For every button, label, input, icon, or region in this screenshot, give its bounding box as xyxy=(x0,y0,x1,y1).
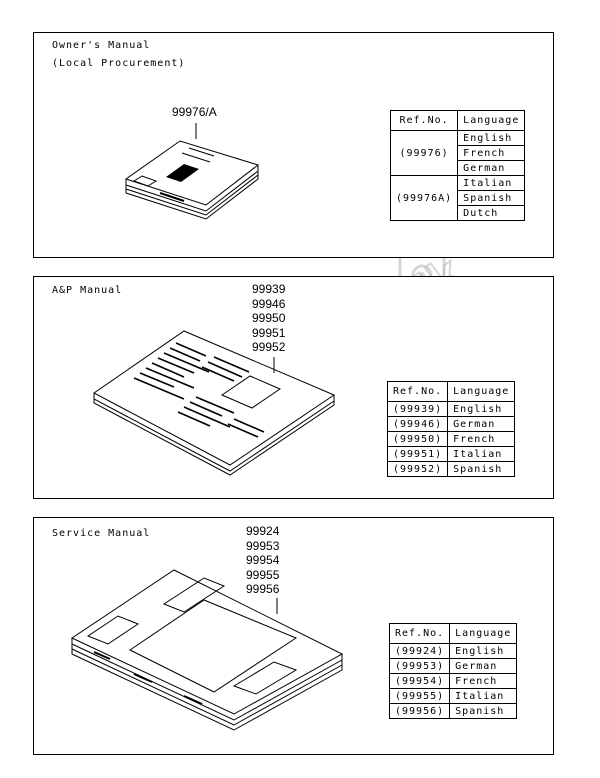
service-manual-book-illustration xyxy=(70,569,344,731)
ref-no-header: Ref.No. xyxy=(389,110,459,131)
language-cell: Italian xyxy=(457,175,526,191)
ref-cell: (99950) xyxy=(386,431,449,447)
ap-manual-ref-labels: 99939 99946 99950 99951 99952 xyxy=(252,282,285,355)
language-cell: French xyxy=(447,431,516,447)
service-manual-title: Service Manual xyxy=(52,528,151,539)
table-row: (99939) English xyxy=(386,401,516,417)
table-row: (99954) French xyxy=(388,673,518,689)
ap-manual-language-table: Ref.No. Language (99939) English (99946)… xyxy=(386,381,516,477)
ref-label: 99952 xyxy=(252,340,286,354)
ref-label: 99954 xyxy=(246,553,280,567)
language-header: Language xyxy=(457,110,526,131)
owners-manual-panel: Owner's Manual (Local Procurement) 99976… xyxy=(33,32,554,258)
ref-label: 99956 xyxy=(246,582,280,596)
service-manual-panel: Service Manual 99924 99953 99954 99955 9… xyxy=(33,517,554,755)
language-cell: Italian xyxy=(447,446,516,462)
ref-no-header: Ref.No. xyxy=(386,381,449,402)
language-header: Language xyxy=(449,623,518,644)
language-cell: Dutch xyxy=(457,205,526,221)
table-row: (99953) German xyxy=(388,658,518,674)
table-row: (99951) Italian xyxy=(386,446,516,462)
ref-label: 99950 xyxy=(252,311,286,325)
table-row: (99955) Italian xyxy=(388,688,518,704)
ref-label: 99924 xyxy=(246,524,280,538)
table-row: (99924) English xyxy=(388,643,518,659)
ref-cell: (99976) xyxy=(389,130,459,176)
owners-manual-title: Owner's Manual xyxy=(52,40,151,51)
service-manual-ref-labels: 99924 99953 99954 99955 99956 xyxy=(246,524,279,597)
ref-label: 99955 xyxy=(246,567,280,582)
ref-cell: (99953) xyxy=(388,658,451,674)
ref-label: 99939 xyxy=(252,282,286,296)
language-cell: English xyxy=(457,130,526,146)
language-cell: French xyxy=(457,145,526,161)
ref-cell: (99956) xyxy=(388,703,451,719)
ref-label: 99976/A xyxy=(172,105,217,119)
ref-label: 99946 xyxy=(252,296,286,311)
language-cell: German xyxy=(449,658,518,674)
owners-manual-ref-labels: 99976/A xyxy=(172,105,217,120)
ref-cell: (99952) xyxy=(386,461,449,477)
language-cell: German xyxy=(457,160,526,176)
ap-manual-panel: A&P Manual 99939 99946 99950 99951 99952 xyxy=(33,276,554,499)
ref-cell: (99946) xyxy=(386,416,449,432)
ap-manual-booklet-illustration xyxy=(93,330,336,476)
table-row: (99950) French xyxy=(386,431,516,447)
ref-cell: (99955) xyxy=(388,688,451,704)
table-row: (99952) Spanish xyxy=(386,461,516,477)
ref-cell: (99924) xyxy=(388,643,451,659)
owners-manual-language-table: Ref.No. Language (99976) English French … xyxy=(389,110,526,221)
language-cell: Spanish xyxy=(449,703,518,719)
language-cell: English xyxy=(449,643,518,659)
language-header: Language xyxy=(447,381,516,402)
ap-manual-title: A&P Manual xyxy=(52,285,123,296)
ref-label: 99953 xyxy=(246,538,280,553)
owners-manual-subtitle: (Local Procurement) xyxy=(52,58,186,69)
table-row: (99946) German xyxy=(386,416,516,432)
service-manual-language-table: Ref.No. Language (99924) English (99953)… xyxy=(388,623,518,719)
language-cell: Spanish xyxy=(447,461,516,477)
language-cell: English xyxy=(447,401,516,417)
language-cell: German xyxy=(447,416,516,432)
ref-cell: (99951) xyxy=(386,446,449,462)
ref-cell: (99954) xyxy=(388,673,451,689)
language-cell: Spanish xyxy=(457,190,526,206)
ref-label: 99951 xyxy=(252,325,286,340)
language-cell: French xyxy=(449,673,518,689)
language-cell: Italian xyxy=(449,688,518,704)
ref-cell: (99939) xyxy=(386,401,449,417)
ref-cell: (99976A) xyxy=(389,175,459,221)
ref-no-header: Ref.No. xyxy=(388,623,451,644)
owners-manual-booklet-illustration xyxy=(124,123,260,220)
table-row: (99956) Spanish xyxy=(388,703,518,719)
